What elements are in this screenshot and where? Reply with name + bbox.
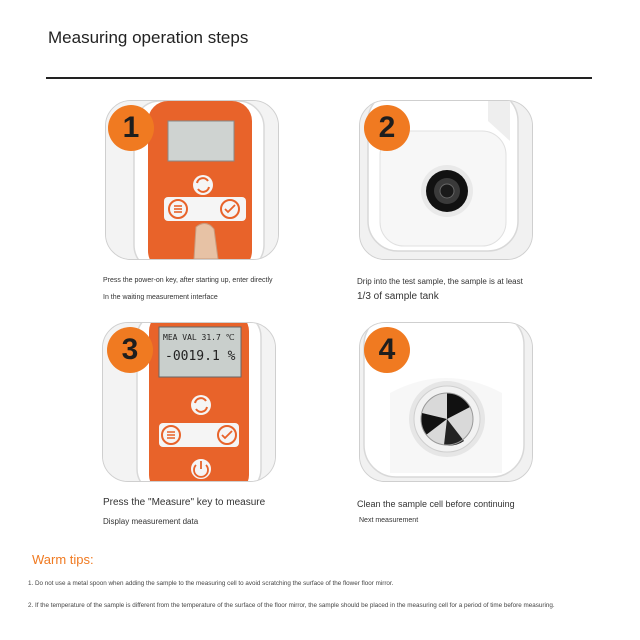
step-number-badge: 2	[364, 105, 410, 151]
step-1-image: 1	[105, 100, 279, 260]
step-1-caption-line2: In the waiting measurement interface	[103, 294, 218, 301]
step-2-caption-line1: Drip into the test sample, the sample is…	[357, 277, 523, 286]
step-3-caption-line1: Press the "Measure" key to measure	[103, 497, 266, 508]
step-3-caption-line2: Display measurement data	[103, 517, 199, 526]
step-number-badge: 3	[107, 327, 153, 373]
step-1-caption-line1: Press the power-on key, after starting u…	[103, 277, 273, 284]
step-number-badge: 4	[364, 327, 410, 373]
step-2-caption-line2: 1/3 of sample tank	[357, 291, 439, 302]
device-front-illustration	[106, 101, 278, 259]
lcd-top-line: MEA VAL 31.7 ℃	[163, 333, 235, 342]
step-2-image: 2	[359, 100, 533, 260]
step-4-image: 4	[359, 322, 533, 482]
warm-tip-1: 1. Do not use a metal spoon when adding …	[28, 580, 394, 587]
step-3-image: MEA VAL 31.7 ℃ -0019.1 % 3	[102, 322, 276, 482]
step-4-caption-line2: Next measurement	[359, 517, 419, 524]
warm-tips-title: Warm tips:	[32, 552, 94, 567]
page-title: Measuring operation steps	[48, 28, 249, 47]
step-4-caption-line1: Clean the sample cell before continuing	[357, 499, 515, 509]
lcd-reading: -0019.1 %	[165, 349, 236, 364]
title-divider	[46, 77, 592, 79]
warm-tip-2: 2. If the temperature of the sample is d…	[28, 602, 555, 609]
step-number-badge: 1	[108, 105, 154, 151]
